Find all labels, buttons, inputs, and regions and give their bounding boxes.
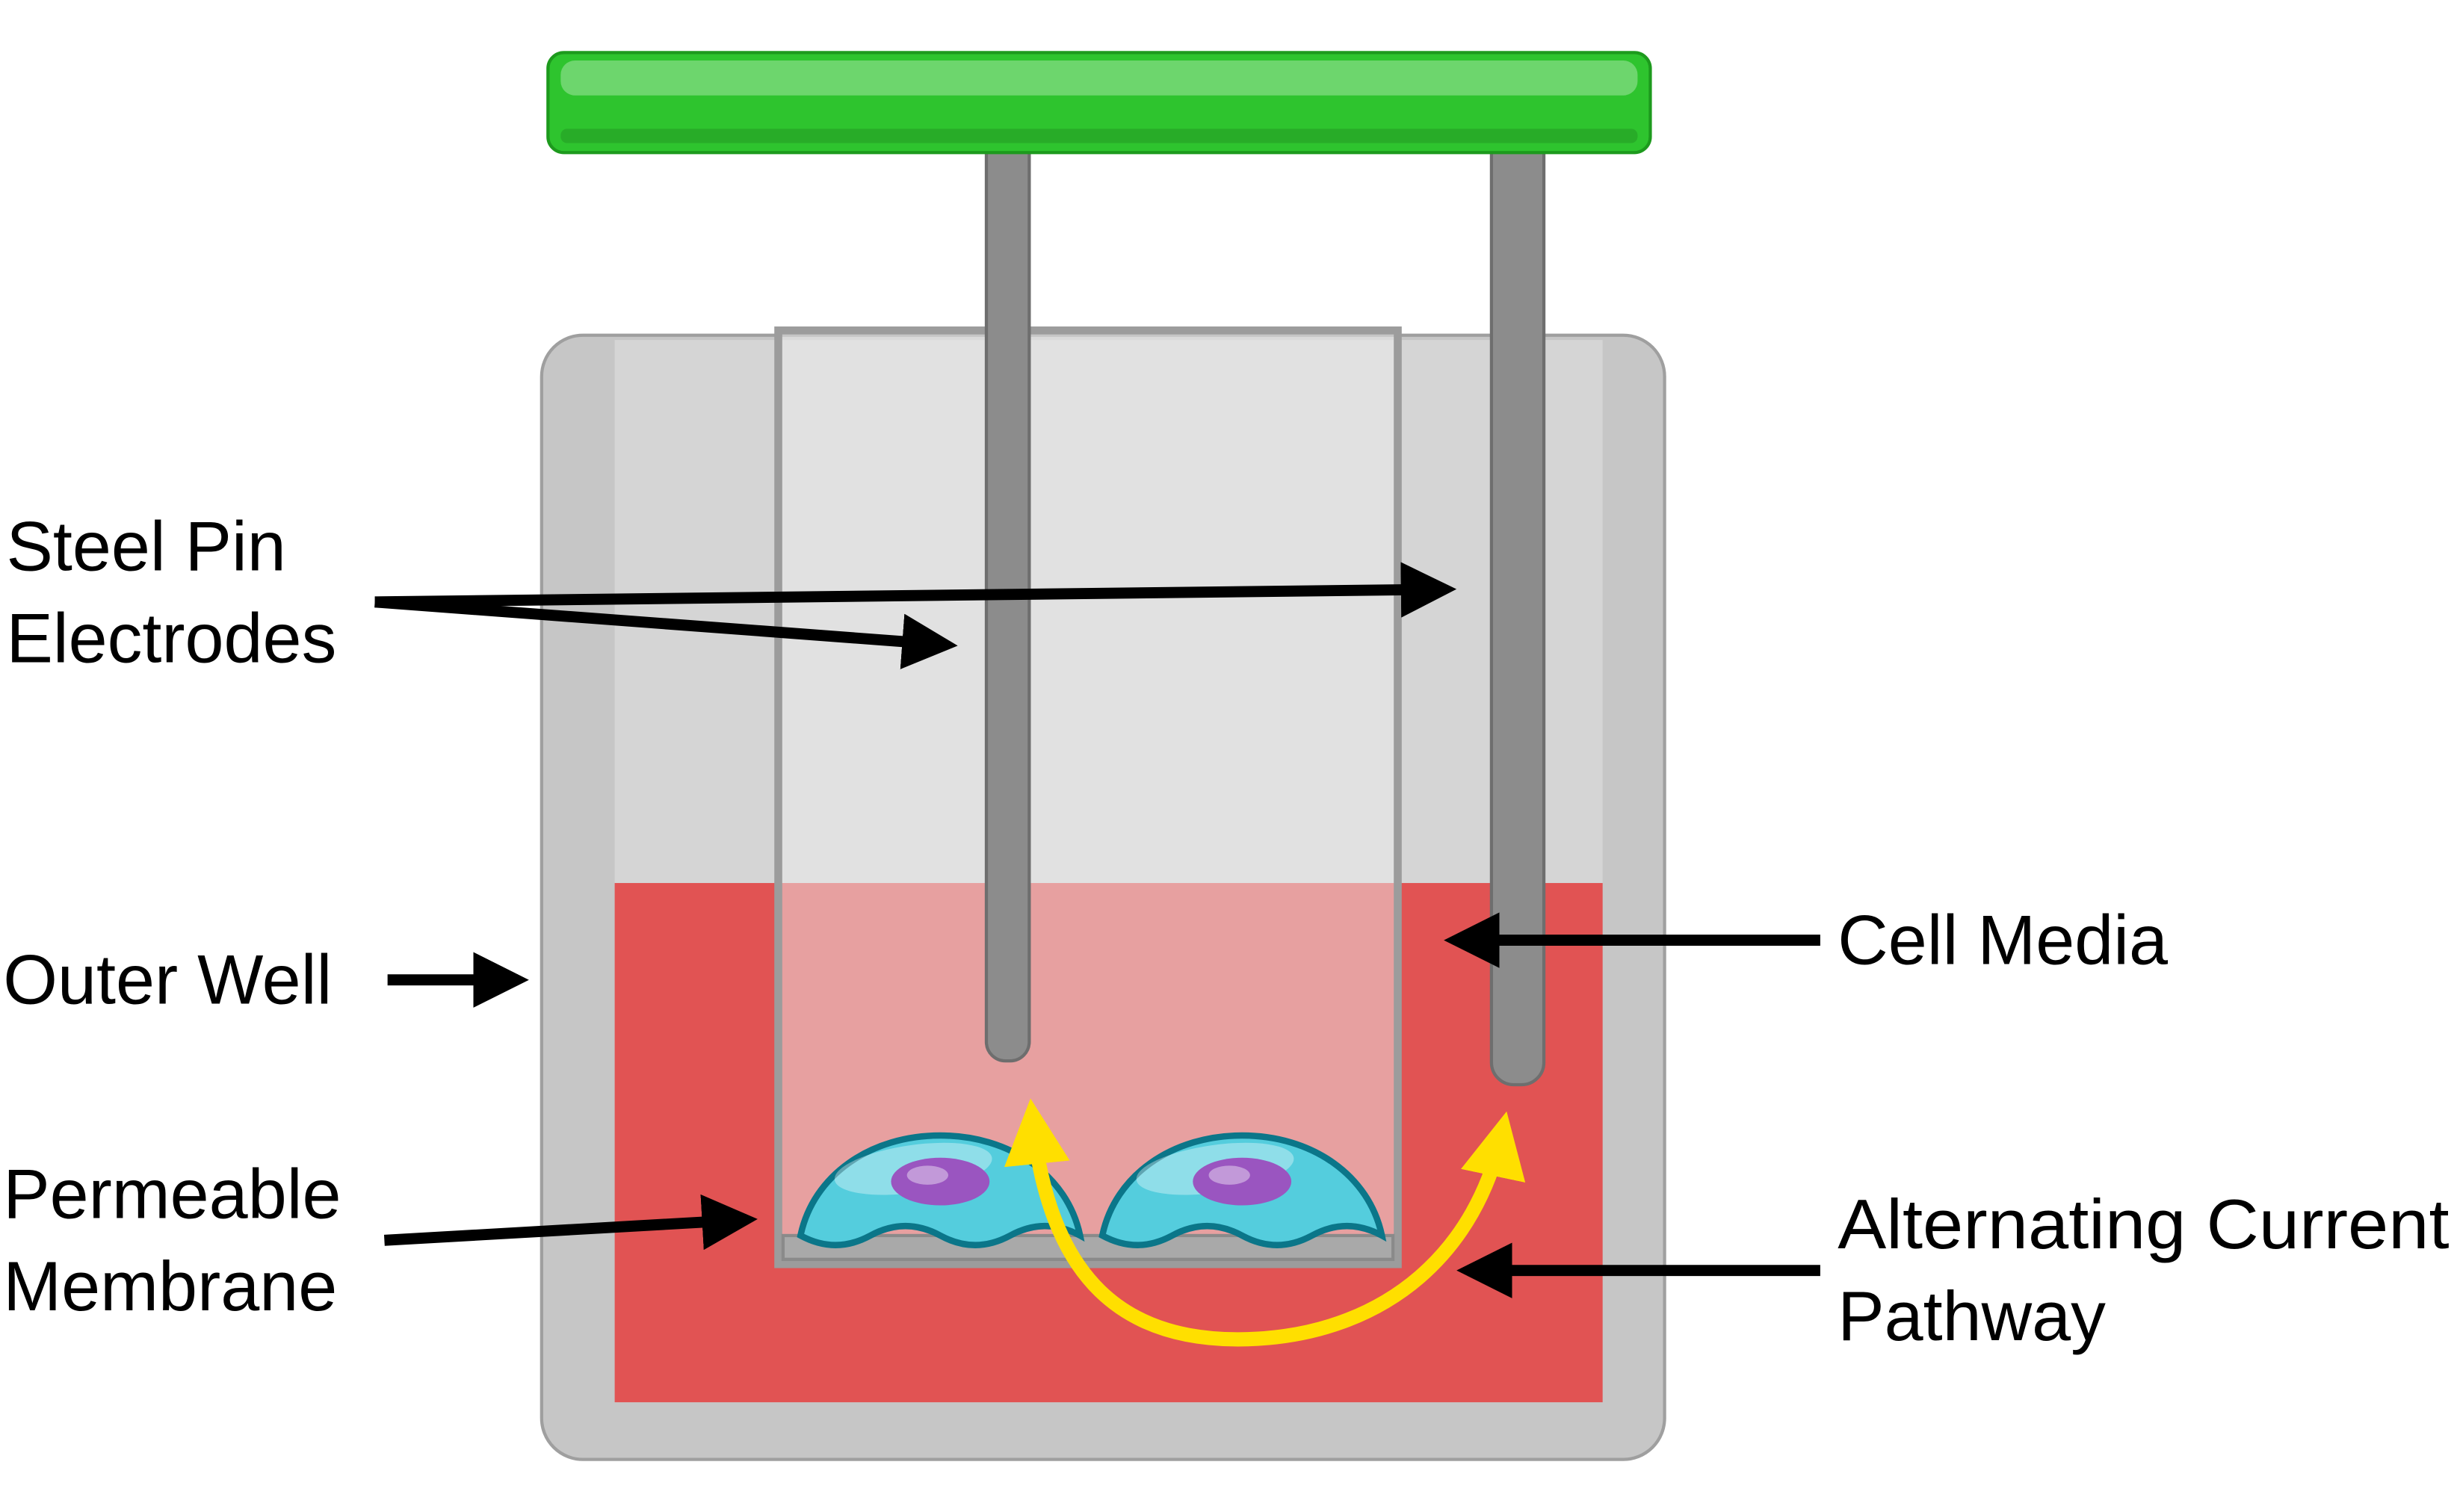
label-steel-pin-line1: Steel Pin (7, 506, 286, 585)
steel-pin-arrow-left (374, 596, 958, 669)
holder-bar-body (546, 51, 1652, 155)
label-steel-pin-line2: Electrodes (7, 599, 337, 678)
label-ac-pathway-line2: Pathway (1838, 1277, 2106, 1355)
cell (797, 1132, 1085, 1248)
label-outer-well: Outer Well (3, 941, 332, 1019)
permeable-membrane-arrow (383, 1194, 758, 1251)
cell-nucleus (891, 1157, 990, 1206)
permeable-membrane (781, 1233, 1395, 1261)
nucleus-highlight (1208, 1165, 1250, 1185)
insert-well (774, 326, 1402, 1268)
ac-current-path (1004, 1098, 1526, 1347)
electrode-holder-bar (546, 51, 1652, 155)
label-cell-media: Cell Media (1838, 900, 2169, 979)
steel-pin-arrow-right (374, 562, 1457, 618)
label-permeable-membrane-line1: Permeable (3, 1155, 341, 1233)
label-permeable-membrane-line2: Membrane (3, 1247, 337, 1325)
holder-bar-shade (560, 128, 1638, 143)
label-ac-pathway-line1: Alternating Current (1838, 1185, 2449, 1263)
nucleus-highlight (906, 1165, 948, 1185)
holder-bar-highlight (560, 61, 1638, 96)
steel-pin-electrode-left (984, 96, 1031, 1063)
